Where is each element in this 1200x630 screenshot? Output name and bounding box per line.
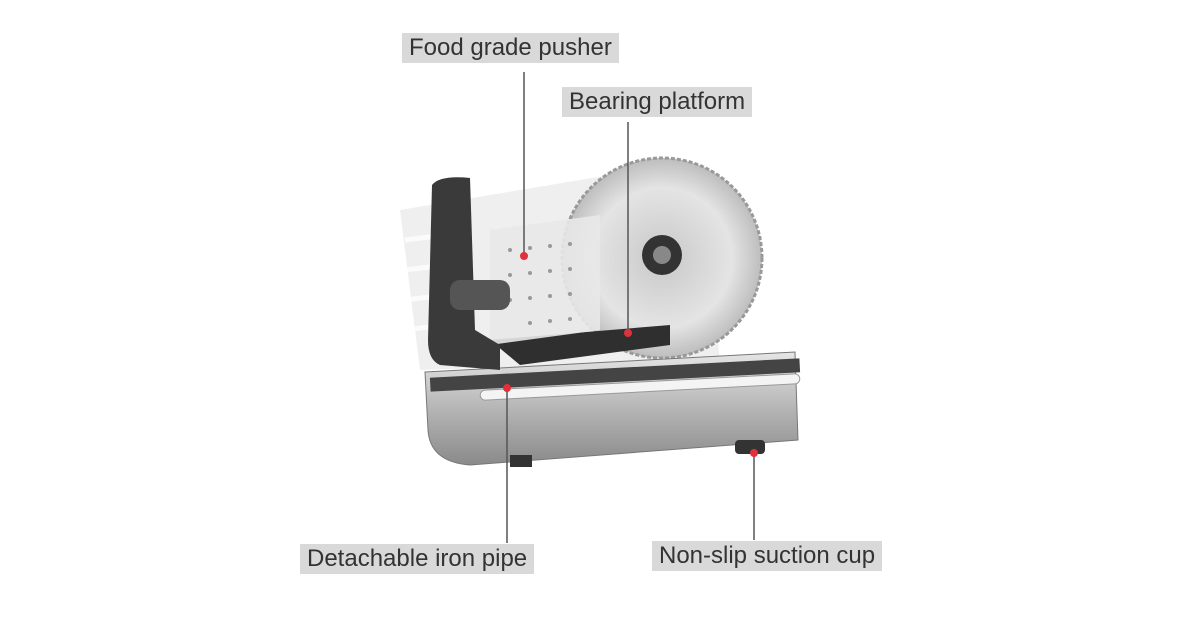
pusher-handle [428, 177, 500, 370]
marker-pipe [503, 384, 511, 392]
markers [503, 252, 758, 457]
marker-pusher [520, 252, 528, 260]
marker-suction [750, 449, 758, 457]
label-food-grade-pusher: Food grade pusher [402, 33, 619, 63]
label-bearing-platform: Bearing platform [562, 87, 753, 117]
iron-pipe [479, 373, 801, 401]
pusher-tray [490, 215, 600, 345]
marker-platform [624, 329, 632, 337]
knob [450, 280, 510, 310]
suction-cup [735, 440, 765, 454]
label-detachable-iron-pipe: Detachable iron pipe [300, 544, 535, 574]
label-non-slip-suction-cup: Non-slip suction cup [652, 541, 883, 571]
foot [510, 455, 532, 467]
